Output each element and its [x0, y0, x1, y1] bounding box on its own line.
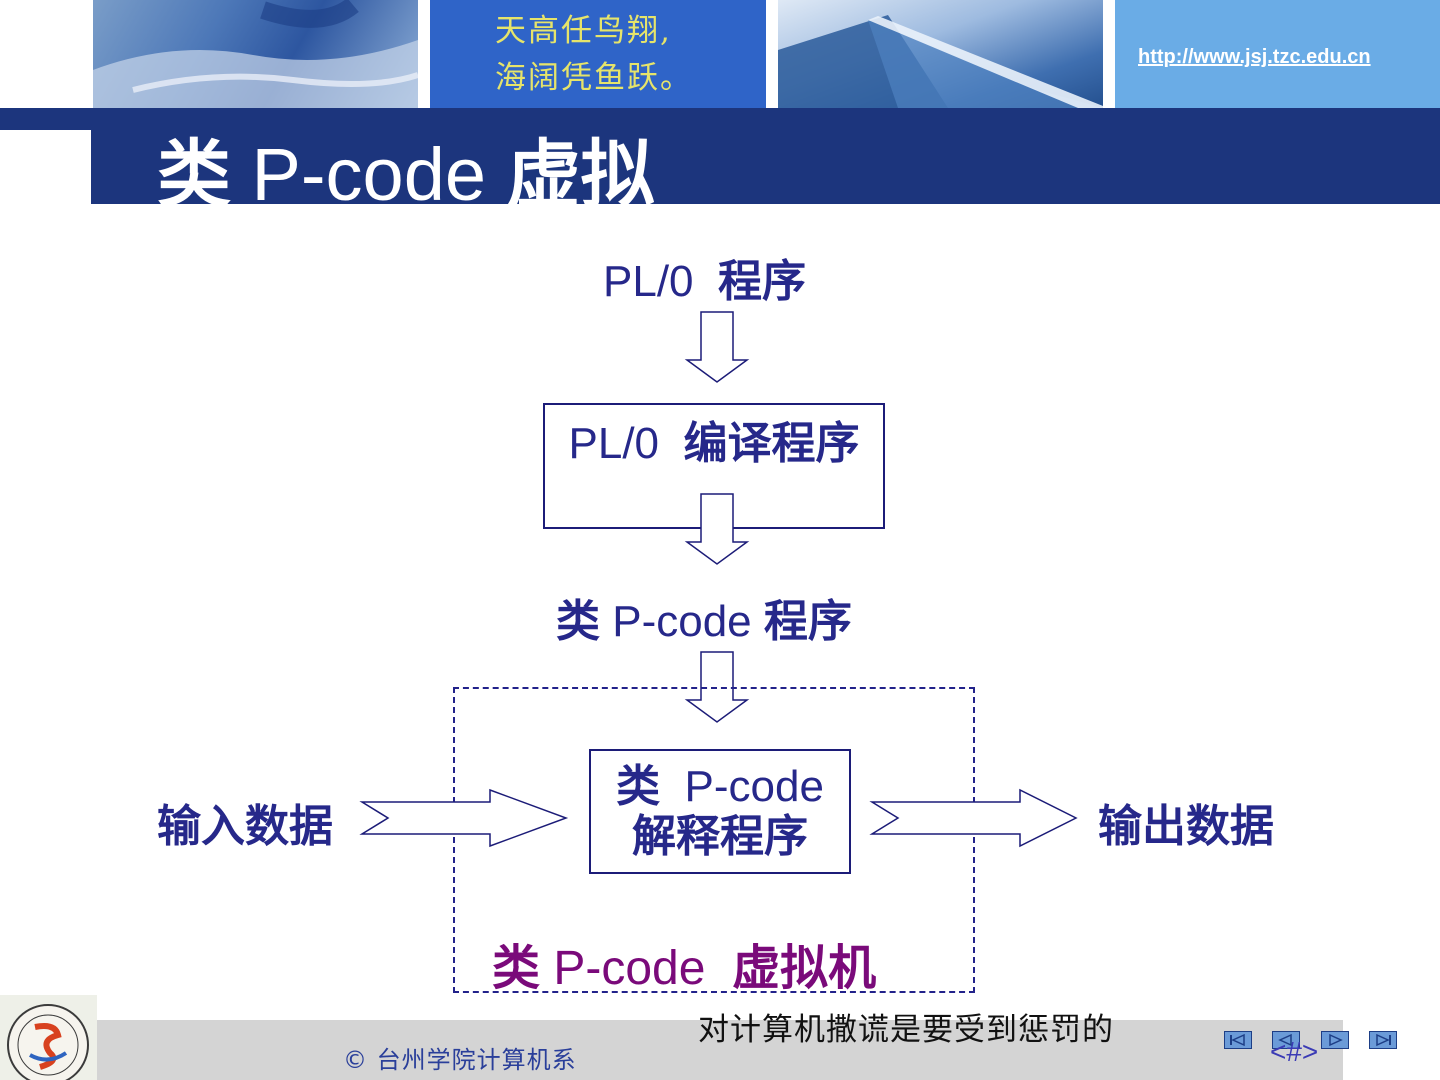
- interpreter-line-2: 解释程序: [589, 812, 851, 862]
- last-slide-button[interactable]: [1369, 1031, 1397, 1049]
- header-url-panel: [1115, 0, 1440, 108]
- previous-slide-icon: [1278, 1033, 1292, 1047]
- copyright-text: © 台州学院计算机系: [343, 1046, 577, 1074]
- motto-line-1: 天高任鸟翔,: [495, 13, 672, 49]
- building-image: [778, 15, 1103, 108]
- pl0-program-zh: 程序: [717, 256, 806, 307]
- interpreter-label: 类 P-code 解释程序: [589, 762, 851, 862]
- pcode-program-en: P-code: [600, 597, 764, 646]
- pcode-program-label: 类 P-code 程序: [556, 585, 852, 649]
- vm-zh-2: 虚拟机: [732, 940, 877, 996]
- university-seal-icon: [7, 1004, 89, 1080]
- arrow-down-1: [684, 311, 750, 383]
- title-zh-1: 类: [157, 132, 231, 204]
- output-data-label: 输出数据: [1098, 790, 1274, 854]
- pl0-program-en: PL/0: [603, 257, 694, 306]
- header-motto-panel: [430, 0, 766, 108]
- first-slide-button[interactable]: [1224, 1031, 1252, 1049]
- first-slide-icon: [1230, 1033, 1245, 1047]
- title-zh-2: 虚拟: [506, 132, 655, 204]
- footer-proverb: 对计算机撒谎是要受到惩罚的: [698, 1012, 1114, 1048]
- pcode-program-zh-2: 程序: [763, 596, 852, 647]
- slide-title: 类 P-code 虚拟: [157, 130, 655, 204]
- arrow-right-output: [869, 788, 1078, 848]
- motto-line-2: 海阔凭鱼跃。: [495, 60, 693, 96]
- next-slide-icon: [1329, 1033, 1343, 1047]
- previous-slide-button[interactable]: [1272, 1031, 1300, 1049]
- arrow-down-2: [684, 493, 750, 565]
- vm-zh-1: 类: [492, 940, 541, 996]
- input-data-label: 输入数据: [157, 790, 333, 854]
- header-photo-building: [778, 0, 1103, 108]
- page-number: <#>: [1270, 1036, 1319, 1067]
- pcode-program-zh-1: 类: [556, 596, 600, 647]
- compiler-zh: 编译程序: [683, 418, 860, 469]
- title-en: P-code: [231, 133, 507, 204]
- last-slide-icon: [1376, 1033, 1391, 1047]
- interpreter-zh-1: 类: [616, 761, 661, 812]
- website-link[interactable]: http://www.jsj.tzc.edu.cn: [1138, 46, 1371, 68]
- arrow-right-input: [359, 788, 569, 848]
- university-seal-logo: [0, 995, 97, 1080]
- interpreter-line-1: 类 P-code: [589, 762, 851, 812]
- header-photo-hands: [93, 0, 418, 108]
- vm-en: P-code: [540, 942, 719, 995]
- virtual-machine-frame: [453, 687, 975, 993]
- compiler-en: PL/0: [568, 419, 660, 468]
- interpreter-en: P-code: [684, 762, 824, 811]
- output-data-text: 输出数据: [1098, 801, 1274, 852]
- input-data-text: 输入数据: [157, 801, 333, 852]
- vm-label: 类 P-code 虚拟机: [492, 928, 876, 998]
- compiler-label: PL/0 编译程序: [543, 418, 885, 470]
- interpreter-zh-2: 解释程序: [632, 811, 808, 862]
- footer-bar: [97, 1020, 1343, 1080]
- hands-keyboard-image: [93, 0, 418, 108]
- pl0-program-label: PL/0 程序: [603, 245, 806, 309]
- title-bar: 类 P-code 虚拟: [91, 108, 1440, 204]
- header-motto: 天高任鸟翔, 海阔凭鱼跃。: [495, 8, 693, 102]
- next-slide-button[interactable]: [1321, 1031, 1349, 1049]
- interpreter-box: [589, 749, 851, 874]
